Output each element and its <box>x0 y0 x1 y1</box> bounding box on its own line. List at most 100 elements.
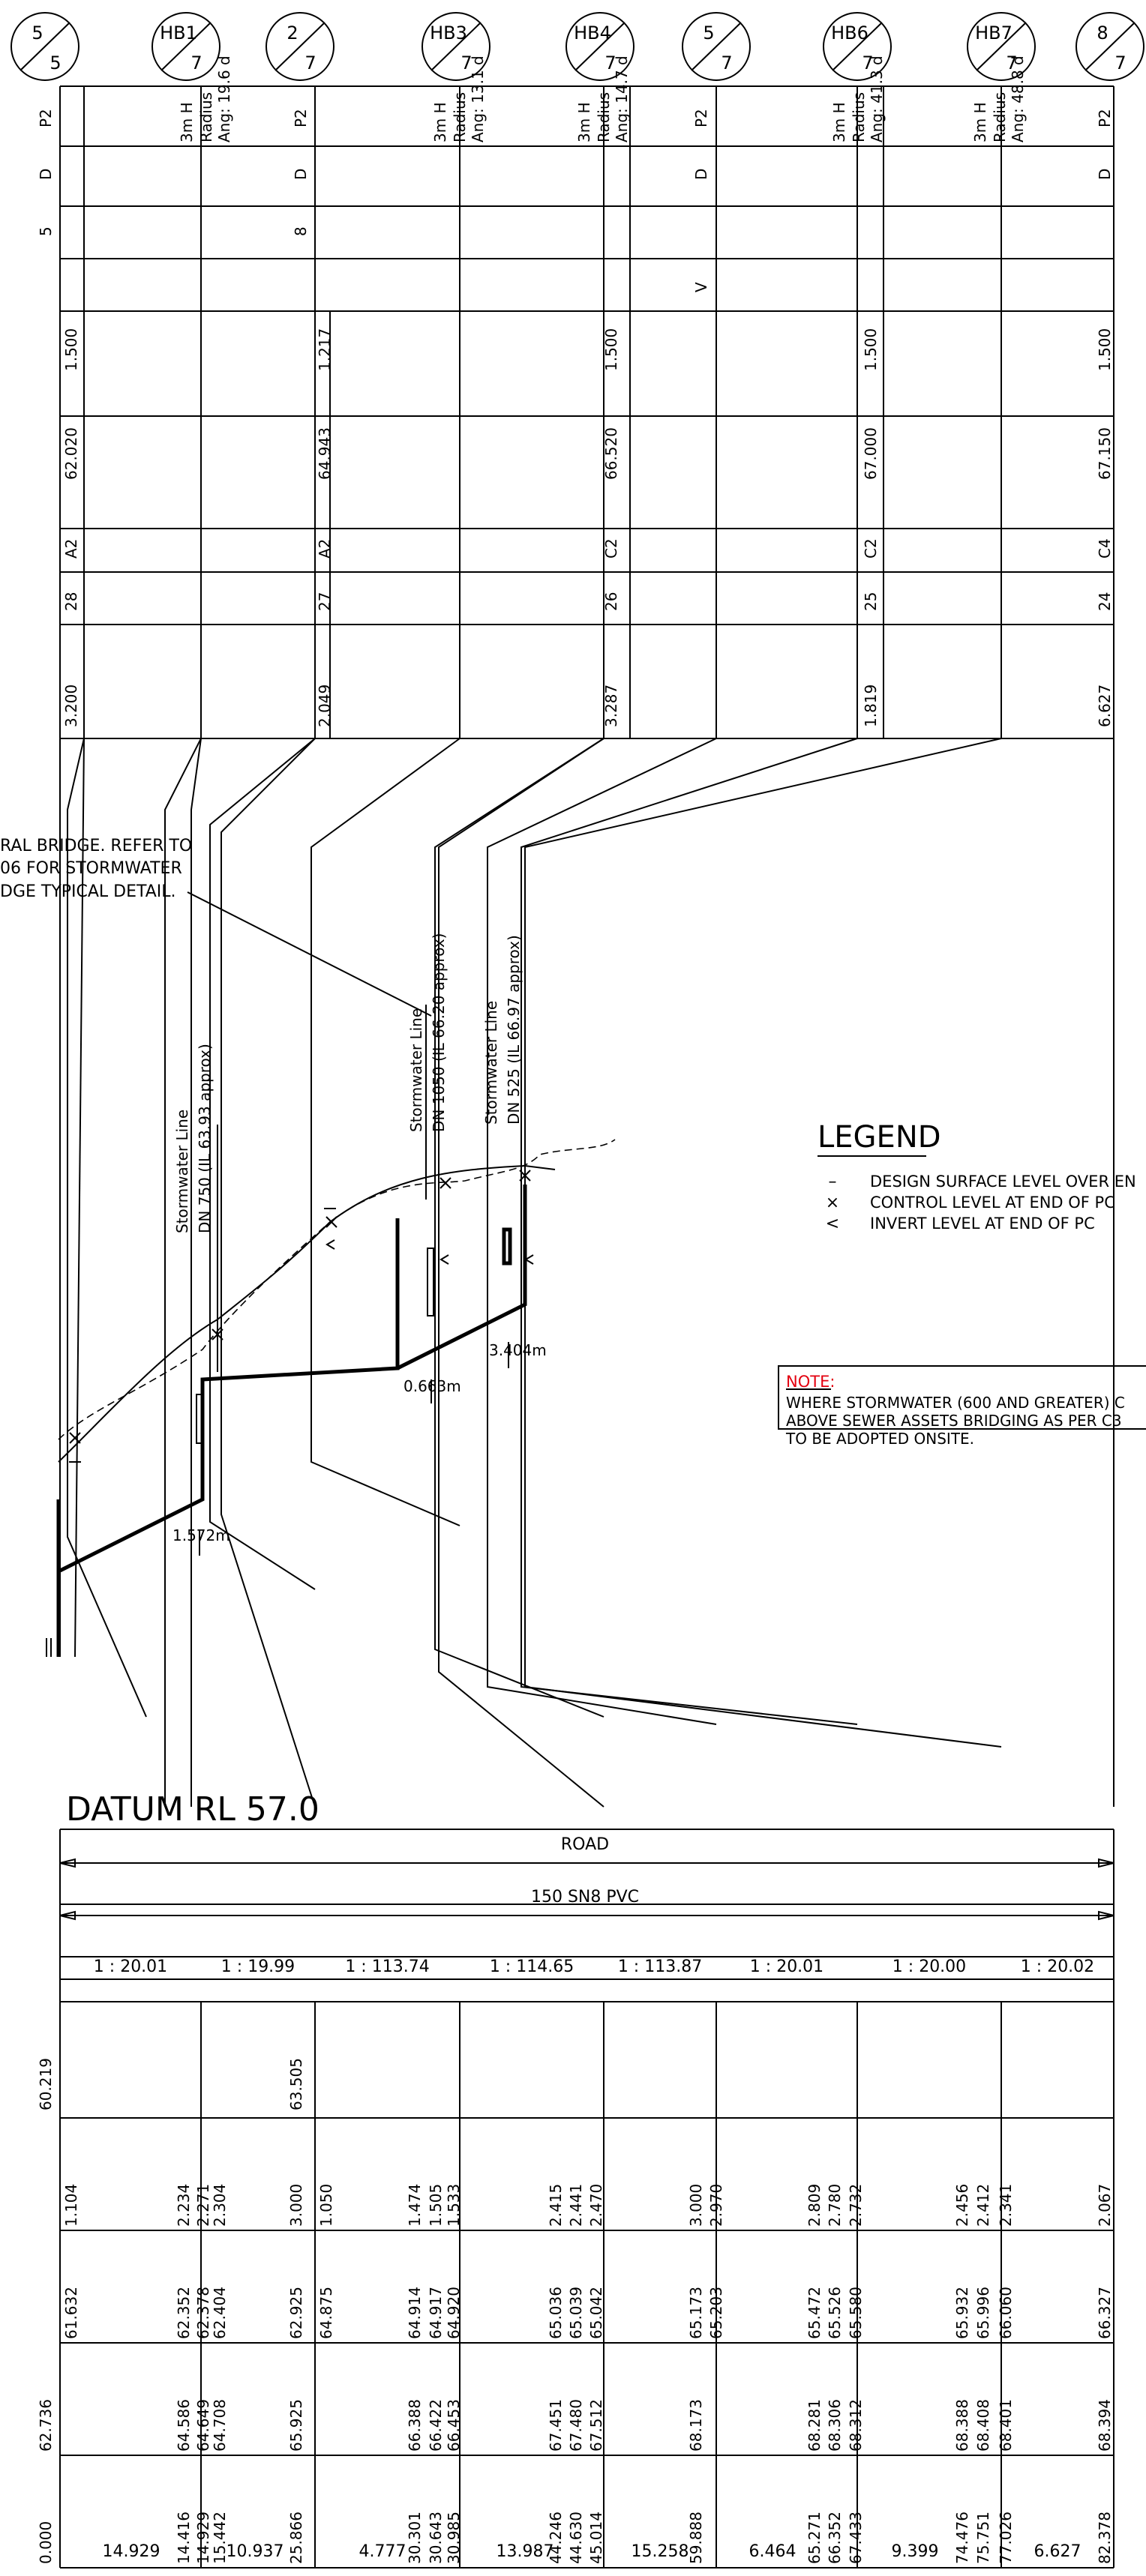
depth-value: 1.500 <box>1096 328 1114 371</box>
grade-label: 1 : 113.87 <box>618 1957 702 1976</box>
depth-cell: 2.304 <box>211 2184 229 2227</box>
surface-cell: 64.708 <box>211 2399 229 2452</box>
bend-height: 3m H <box>431 102 449 142</box>
legend-text: CONTROL LEVEL AT END OF PC <box>870 1194 1115 1212</box>
level-value: 67.000 <box>862 427 880 480</box>
stormwater-spec: DN 1050 (IL 66.20 approx) <box>430 933 448 1132</box>
surface-cell: 68.306 <box>826 2399 844 2452</box>
surface-cell: 67.451 <box>547 2399 565 2452</box>
invert-cell: 65.526 <box>826 2287 844 2339</box>
arrow-head <box>59 1910 76 1921</box>
chainage-cell: 14.416 <box>175 2512 193 2564</box>
leader-line <box>74 738 85 1658</box>
surface-cell: 68.312 <box>847 2399 865 2452</box>
surface-cell: 67.512 <box>587 2399 605 2452</box>
pit-divider <box>832 22 883 71</box>
arrow-head <box>59 1858 76 1868</box>
chainage-cell: 59.888 <box>687 2512 705 2564</box>
row3-value: 8 <box>292 226 310 236</box>
length-cell: 4.777 <box>359 2542 406 2561</box>
bend-height: 3m H <box>830 102 848 142</box>
chainage-cell: 14.929 <box>194 2512 212 2564</box>
d-mark: D <box>292 169 310 180</box>
pit-type: 5 <box>50 52 61 73</box>
depth-cell: 2.456 <box>953 2184 971 2227</box>
depth-cell: 2.780 <box>826 2184 844 2227</box>
invert-cell: 61.632 <box>62 2287 80 2339</box>
road-label: ROAD <box>561 1835 609 1854</box>
pit-circle <box>682 12 751 81</box>
chainage-cell: 44.630 <box>567 2512 585 2564</box>
invert-cell: 65.036 <box>547 2287 565 2339</box>
invert-cell: 65.203 <box>707 2287 725 2339</box>
chainage-cell: 0.000 <box>37 2521 55 2564</box>
invert-cell: 62.378 <box>194 2287 212 2339</box>
pit-type: 7 <box>460 52 472 73</box>
invert-cell: 62.352 <box>175 2287 193 2339</box>
pit-circle <box>967 12 1036 81</box>
pit-id: 2 <box>286 22 298 43</box>
invert-cell: 62.404 <box>211 2287 229 2339</box>
leader-line <box>438 738 604 1808</box>
arrow-head <box>1098 1910 1114 1921</box>
surface-cell: 65.925 <box>287 2399 305 2452</box>
leader-line <box>209 738 316 1590</box>
pit-id: HB1 <box>160 22 197 43</box>
invert-cell: 65.039 <box>567 2287 585 2339</box>
existing-surface-line <box>58 1139 616 1440</box>
chainage-cell: 65.271 <box>806 2512 824 2564</box>
depth-value: 1.500 <box>602 328 620 371</box>
bend-angle: Ang: 14.7 d <box>613 55 631 142</box>
pit-circle <box>10 12 80 81</box>
stormwater-label: Stormwater Line <box>407 1008 425 1132</box>
invert-cell: 64.875 <box>317 2287 335 2339</box>
bridge-note-line: DGE TYPICAL DETAIL. <box>0 882 176 901</box>
stormwater-label: Stormwater Line <box>482 1001 500 1125</box>
chainage-cell: 74.476 <box>953 2512 971 2564</box>
bend-angle: Ang: 41.3 d <box>868 55 886 142</box>
depth-value: 1.500 <box>862 328 880 371</box>
class-value: C2 <box>602 538 620 559</box>
pit-divider <box>574 22 626 71</box>
pit-divider <box>691 22 742 71</box>
pit-type-code: P2 <box>292 109 310 127</box>
control-level-mark <box>69 1432 81 1444</box>
pit-circle <box>823 12 892 81</box>
length-cell: 13.987 <box>496 2542 554 2561</box>
datum-label: DATUM RL 57.0 <box>66 1790 320 1829</box>
invert-cell: 65.580 <box>847 2287 865 2339</box>
grade-label: 1 : 114.65 <box>490 1957 574 1976</box>
depth-cell: 2.970 <box>707 2184 725 2227</box>
class-value: A2 <box>62 539 80 559</box>
pit-type: 7 <box>862 52 873 73</box>
invert-cell: 66.060 <box>997 2287 1015 2339</box>
bend-radius: Radius <box>197 92 215 142</box>
chainage-cell: 77.026 <box>997 2512 1015 2564</box>
pit-id: HB4 <box>574 22 611 43</box>
pit-type: 7 <box>604 52 616 73</box>
pit-id: HB3 <box>430 22 467 43</box>
leader-line <box>164 738 202 1807</box>
row1-cell: 63.505 <box>287 2058 305 2110</box>
clearance-label: 1.572m <box>172 1526 230 1544</box>
level-value: 62.020 <box>62 427 80 480</box>
pit-type-code: P2 <box>1096 109 1114 127</box>
row4-value: V <box>692 282 710 292</box>
invert-level-mark <box>440 1254 449 1265</box>
number-value: 27 <box>316 592 334 611</box>
bend-angle: Ang: 19.6 d <box>215 55 233 142</box>
surface-cell: 67.480 <box>567 2399 585 2452</box>
chainage-cell: 82.378 <box>1096 2512 1114 2564</box>
leader-line <box>520 738 858 1725</box>
depth-cell: 2.732 <box>847 2184 865 2227</box>
row3-value: 5 <box>37 226 55 236</box>
number-value: 26 <box>602 592 620 611</box>
note-box <box>778 1365 1146 1430</box>
design-surface-line <box>58 1164 556 1463</box>
pit-type: 7 <box>721 52 732 73</box>
drawing-linework <box>10 12 1146 2569</box>
surface-cell: 68.173 <box>687 2399 705 2452</box>
grade-label: 1 : 20.00 <box>892 1957 966 1976</box>
class-value: C2 <box>862 538 880 559</box>
